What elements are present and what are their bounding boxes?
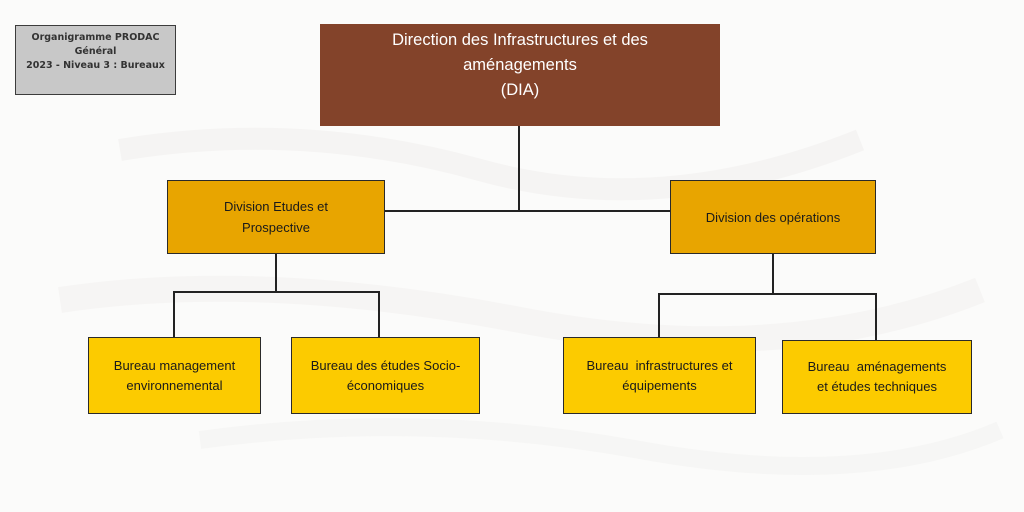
division-operations-label: Division des opérations: [705, 209, 841, 225]
division-etudes-line-1: Division Etudes et: [223, 199, 329, 214]
bureau-socio-line-2: économiques: [346, 377, 425, 393]
bureau-socio-line-1: Bureau des études Socio-: [310, 357, 461, 373]
label-line-2: Général: [74, 46, 117, 57]
org-chart-label: Organigramme PRODAC Général 2023 - Nivea…: [15, 25, 176, 95]
division-node-etudes: Division Etudes et Prospective: [167, 180, 385, 254]
direction-title-line-1: Direction des Infrastructures et des: [392, 31, 648, 49]
direction-node: Direction des Infrastructures et des amé…: [320, 24, 720, 126]
label-line-1: Organigramme PRODAC: [31, 32, 160, 43]
bureau-amenag-line-1: Bureau aménagements: [807, 359, 947, 374]
bureau-infra-line-1: Bureau infrastructures et: [586, 357, 733, 373]
label-line-3: 2023 - Niveau 3 : Bureaux: [26, 60, 165, 71]
direction-title-line-2: aménagements: [463, 56, 577, 74]
bureau-node-infrastructures-equipements: Bureau infrastructures et équipements: [563, 337, 756, 414]
bureau-amenag-line-2: et études techniques: [817, 379, 937, 394]
division-node-operations: Division des opérations: [670, 180, 876, 254]
bureau-infra-line-2: équipements: [622, 377, 697, 393]
bureau-env-line-1: Bureau management: [113, 357, 236, 373]
bureau-node-amenagements-etudes-techniques: Bureau aménagements et études techniques: [782, 340, 972, 414]
bureau-env-line-2: environnemental: [126, 377, 223, 393]
bureau-node-etudes-socio-economiques: Bureau des études Socio- économiques: [291, 337, 480, 414]
bureau-node-management-environnemental: Bureau management environnemental: [88, 337, 261, 414]
direction-acronym: (DIA): [500, 81, 540, 99]
division-etudes-line-2: Prospective: [242, 220, 310, 235]
